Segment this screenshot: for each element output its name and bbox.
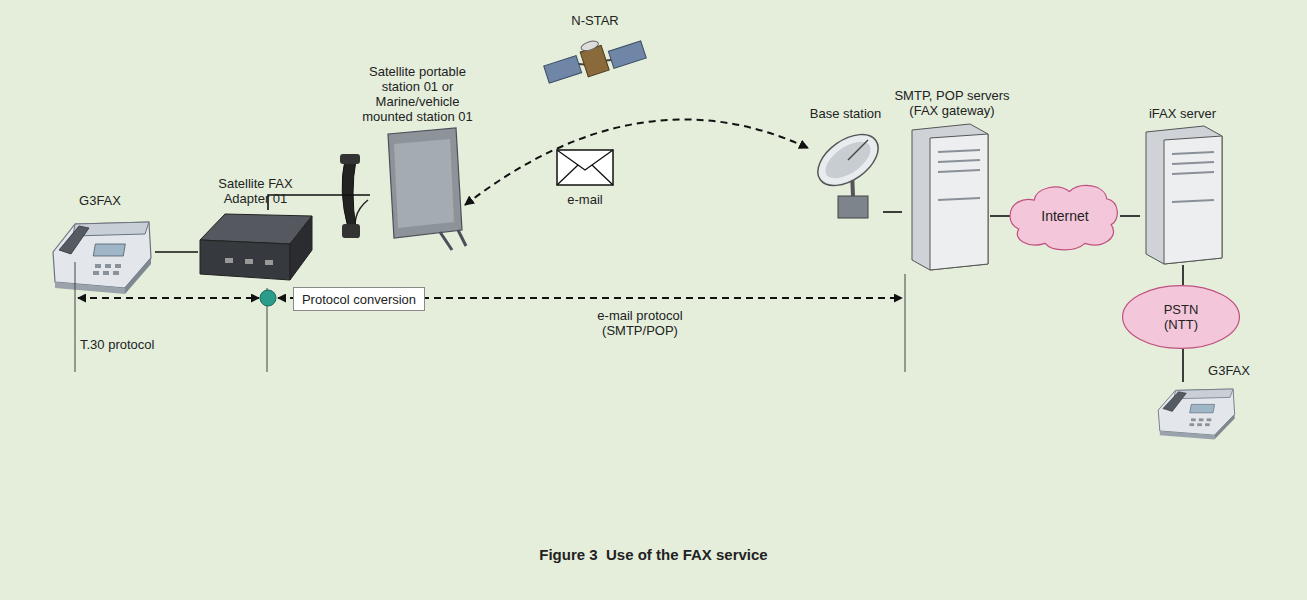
radio-link-arrow bbox=[465, 119, 808, 205]
fax-machine: G3FAX bbox=[1150, 382, 1240, 437]
cable-line bbox=[155, 251, 198, 253]
node-heading: Base station bbox=[810, 106, 882, 121]
text-wrap: PSTN (NTT) bbox=[1122, 285, 1240, 349]
edge-label: e-mail bbox=[564, 192, 605, 207]
text-wrap: Protocol conversion bbox=[294, 288, 424, 310]
callout-box: Protocol conversion bbox=[293, 287, 425, 311]
node-text: PSTN (NTT) bbox=[1146, 302, 1216, 332]
protocol-label: T.30 protocol bbox=[80, 337, 154, 352]
cable-line bbox=[1182, 349, 1184, 382]
satellite-station: Satellite portable station 01 or Marine/… bbox=[370, 128, 465, 250]
base-station: Base station bbox=[808, 125, 883, 220]
ellipse-shape bbox=[1123, 286, 1240, 349]
network-cloud: Internet bbox=[1010, 180, 1120, 252]
node-heading: G3FAX bbox=[79, 193, 121, 208]
satellite: N-STAR bbox=[545, 32, 645, 92]
node-text: Protocol conversion bbox=[302, 292, 416, 307]
node-heading: N-STAR bbox=[571, 13, 618, 28]
cable-line bbox=[990, 215, 1010, 217]
node-heading: G3FAX bbox=[1208, 363, 1250, 378]
cloud-shape bbox=[1010, 186, 1117, 250]
node-heading: Satellite portable station 01 or Marine/… bbox=[357, 64, 479, 124]
figure-caption: Figure 3 Use of the FAX service bbox=[0, 546, 1307, 563]
server: SMTP, POP servers (FAX gateway) bbox=[902, 122, 990, 270]
node-heading: iFAX server bbox=[1149, 106, 1216, 121]
fax-adapter: Satellite FAX Adapter 01 bbox=[198, 210, 313, 285]
protocol-label: e-mail protocol (SMTP/POP) bbox=[580, 308, 700, 338]
fax-machine: G3FAX bbox=[45, 212, 155, 290]
server: iFAX server bbox=[1140, 125, 1225, 265]
text-wrap: Internet bbox=[1010, 180, 1120, 252]
network-ellipse: PSTN (NTT) bbox=[1122, 285, 1240, 349]
cable-line bbox=[1182, 265, 1184, 285]
node-text: Internet bbox=[1041, 209, 1088, 224]
cable-line bbox=[1120, 215, 1140, 217]
cable-line bbox=[883, 211, 902, 213]
node-heading: Satellite FAX Adapter 01 bbox=[206, 176, 306, 206]
node-heading: SMTP, POP servers (FAX gateway) bbox=[893, 88, 1011, 118]
